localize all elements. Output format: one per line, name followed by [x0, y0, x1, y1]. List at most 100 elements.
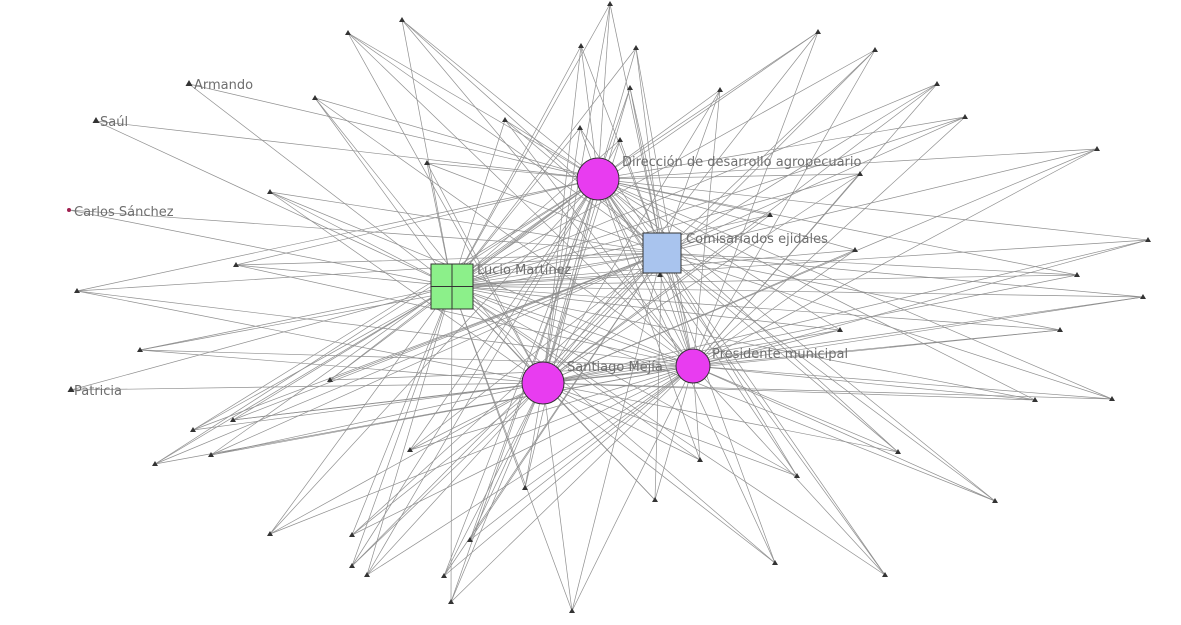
- hub-label-lucio: Lucio Martínez: [477, 263, 572, 278]
- minor-node-triangle[interactable]: [349, 532, 355, 537]
- minor-node-triangle[interactable]: [327, 377, 333, 382]
- minor-label-armando: Armando: [194, 78, 253, 93]
- minor-node-triangle[interactable]: [569, 608, 575, 613]
- minor-node-triangle[interactable]: [697, 457, 703, 462]
- edge: [451, 45, 582, 287]
- edge: [542, 31, 819, 384]
- minor-node-triangle[interactable]: [1094, 146, 1100, 151]
- edge: [426, 162, 544, 384]
- hub-node-lucio[interactable]: Lucio Martínez: [430, 263, 572, 310]
- edge: [692, 148, 1098, 367]
- minor-node-triangle[interactable]: [934, 81, 940, 86]
- minor-node-triangle[interactable]: [502, 117, 508, 122]
- hub-node-presidente[interactable]: Presidente municipal: [675, 347, 848, 384]
- minor-node-triangle[interactable]: [578, 43, 584, 48]
- minor-node-triangle[interactable]: [267, 189, 273, 194]
- minor-node-triangle[interactable]: [717, 87, 723, 92]
- minor-node-triangle[interactable]: [267, 531, 273, 536]
- edge: [597, 178, 701, 461]
- minor-node-triangle[interactable]: [1057, 327, 1063, 332]
- edge: [451, 173, 861, 287]
- minor-node-triangle[interactable]: [312, 95, 318, 100]
- minor-node-triangle[interactable]: [1145, 237, 1151, 242]
- edge: [401, 19, 599, 180]
- minor-node-triangle[interactable]: [992, 498, 998, 503]
- minor-node-triangle[interactable]: [772, 560, 778, 565]
- minor-node-armando[interactable]: Armando: [185, 78, 254, 93]
- minor-node-triangle[interactable]: [364, 572, 370, 577]
- minor-node-triangle[interactable]: [607, 1, 613, 6]
- edge: [451, 31, 819, 287]
- edge: [661, 49, 876, 254]
- minor-node-triangle[interactable]: [657, 272, 663, 277]
- minor-node-triangle[interactable]: [962, 114, 968, 119]
- minor-node-triangle[interactable]: [190, 427, 196, 432]
- minor-node-triangle[interactable]: [1109, 396, 1115, 401]
- minor-node-triangle[interactable]: [407, 447, 413, 452]
- minor-node-patricia[interactable]: Patricia: [67, 384, 123, 399]
- hub-node-direccion[interactable]: Dirección de desarrollo agropecuario: [576, 155, 862, 201]
- minor-node-triangle[interactable]: [441, 573, 447, 578]
- minor-node-triangle[interactable]: [633, 45, 639, 50]
- edge: [269, 191, 694, 367]
- edge: [139, 285, 453, 351]
- minor-node-triangle[interactable]: [467, 537, 473, 542]
- edge: [524, 365, 694, 489]
- minor-node-triangle[interactable]: [1074, 272, 1080, 277]
- minor-node-triangle[interactable]: [399, 17, 405, 22]
- edge: [68, 209, 453, 287]
- minor-node-triangle[interactable]: [137, 347, 143, 352]
- minor-node-triangle[interactable]: [345, 30, 351, 35]
- edge: [70, 285, 453, 391]
- minor-node-triangle[interactable]: [815, 29, 821, 34]
- minor-node-triangle[interactable]: [74, 288, 80, 293]
- edge: [542, 214, 771, 384]
- minor-node-triangle[interactable]: [882, 572, 888, 577]
- edge: [269, 285, 453, 535]
- minor-node-triangle[interactable]: [208, 452, 214, 457]
- minor-node-triangle[interactable]: [448, 599, 454, 604]
- minor-node-triangle[interactable]: [794, 473, 800, 478]
- minor-node-triangle[interactable]: [152, 461, 158, 466]
- minor-node-triangle[interactable]: [767, 212, 773, 217]
- minor-node-triangle[interactable]: [1032, 397, 1038, 402]
- minor-node-triangle[interactable]: [617, 137, 623, 142]
- hub-label-santiago: Santiago Mejía: [567, 360, 663, 375]
- minor-node-triangle[interactable]: [233, 262, 239, 267]
- minor-node-triangle[interactable]: [857, 171, 863, 176]
- edge: [661, 252, 1061, 331]
- edge: [692, 365, 886, 576]
- minor-node-triangle[interactable]: [852, 247, 858, 252]
- minor-node-triangle[interactable]: [895, 449, 901, 454]
- edge: [188, 83, 599, 180]
- minor-node-triangle[interactable]: [1140, 294, 1146, 299]
- minor-node-triangle[interactable]: [652, 497, 658, 502]
- minor-node-triangle[interactable]: [230, 417, 236, 422]
- edge: [542, 382, 701, 461]
- edge: [469, 178, 599, 541]
- edge: [351, 178, 599, 567]
- minor-node-triangle[interactable]: [349, 563, 355, 568]
- edge: [692, 365, 899, 453]
- hub-node-comisariados[interactable]: Comisariados ejidales: [642, 232, 828, 274]
- edge: [692, 365, 1113, 400]
- edge: [661, 252, 899, 453]
- hub-node-santiago[interactable]: Santiago Mejía: [521, 360, 663, 405]
- edge: [571, 252, 663, 612]
- minor-node-triangle[interactable]: [872, 47, 878, 52]
- minor-node-triangle[interactable]: [522, 485, 528, 490]
- minor-node-triangle[interactable]: [424, 160, 430, 165]
- edge: [692, 329, 1061, 367]
- hub-label-comisariados: Comisariados ejidales: [686, 232, 828, 247]
- edge: [351, 285, 453, 567]
- edge: [542, 49, 876, 384]
- minor-node-triangle[interactable]: [577, 125, 583, 130]
- edge: [192, 285, 453, 431]
- edge: [451, 3, 611, 287]
- minor-node-saul[interactable]: Saúl: [92, 115, 129, 130]
- minor-node-triangle[interactable]: [627, 85, 633, 90]
- edge: [661, 252, 886, 576]
- minor-node-carlos[interactable]: Carlos Sánchez: [67, 205, 174, 220]
- minor-node-triangle[interactable]: [837, 327, 843, 332]
